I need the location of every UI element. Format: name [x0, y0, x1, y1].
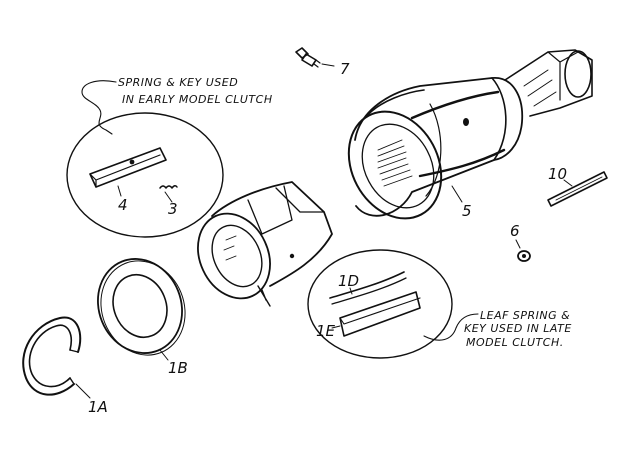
- early-note-line2: IN EARLY MODEL CLUTCH: [122, 93, 273, 106]
- late-note-line3: MODEL CLUTCH.: [466, 336, 564, 349]
- label-7: 7: [340, 60, 350, 78]
- label-1d: 1D: [338, 272, 359, 290]
- plug: 6: [510, 222, 531, 262]
- pin: 10: [547, 165, 608, 207]
- spring: [159, 184, 178, 189]
- label-1a: 1A: [88, 398, 108, 416]
- label-5: 5: [462, 202, 472, 220]
- retaining-ring: 1A: [22, 316, 108, 416]
- label-6: 6: [510, 222, 520, 240]
- leaf-key: [339, 291, 421, 337]
- late-model-note: LEAF SPRING & KEY USED IN LATE MODEL CLU…: [423, 309, 572, 349]
- early-model-inset: 4 3: [66, 112, 224, 238]
- clutch-housing: 5: [347, 49, 593, 220]
- late-model-inset: 1D 1E: [307, 249, 453, 359]
- label-10: 10: [548, 165, 567, 183]
- label-3: 3: [168, 200, 178, 218]
- late-note-line1: LEAF SPRING &: [480, 309, 570, 322]
- early-model-note: SPRING & KEY USED IN EARLY MODEL CLUTCH: [81, 76, 273, 135]
- thrust-washer: 1B: [97, 258, 188, 377]
- label-1b: 1B: [168, 359, 188, 377]
- label-4: 4: [118, 196, 128, 214]
- leaf-spring: [329, 271, 407, 305]
- key: [89, 147, 167, 188]
- grease-fitting: 7: [295, 47, 350, 78]
- late-note-line2: KEY USED IN LATE: [464, 322, 572, 335]
- early-note-line1: SPRING & KEY USED: [118, 76, 238, 89]
- label-1e: 1E: [316, 322, 336, 340]
- clutch-sleeve: [197, 181, 333, 307]
